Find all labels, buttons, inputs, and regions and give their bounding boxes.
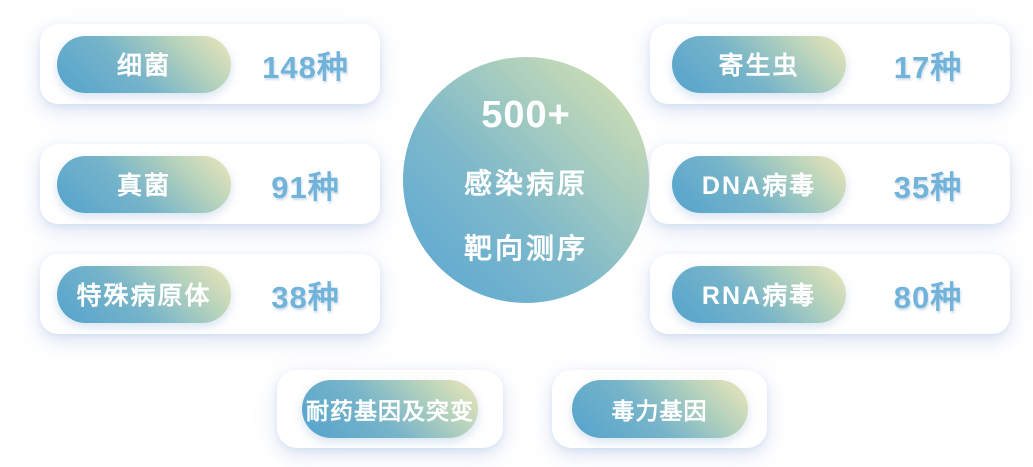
count-rna-virus: 80种 [893, 279, 963, 315]
card-virulence-genes: 毒力基因 [552, 370, 767, 448]
pill-fungi: 真菌 [57, 155, 231, 213]
circle-line-sequencing: 靶向测序 [463, 232, 588, 264]
card-resistance-genes: 耐药基因及突变 [277, 370, 503, 448]
count-bacteria: 148种 [262, 49, 349, 85]
pill-special-pathogens: 特殊病原体 [57, 265, 231, 323]
pill-bacteria-label: 细菌 [116, 52, 171, 80]
card-bacteria: 细菌 148种 [40, 24, 380, 104]
count-parasites: 17种 [893, 49, 963, 85]
circle-line-pathogens: 感染病原 [463, 167, 588, 199]
count-fungi: 91种 [271, 169, 340, 205]
pill-dna-virus-label: DNA病毒 [701, 172, 817, 200]
pill-rna-virus: RNA病毒 [672, 265, 846, 323]
total-count: 500+ [481, 93, 571, 136]
count-special-pathogens: 38种 [271, 279, 340, 315]
card-parasites: 寄生虫 17种 [650, 24, 1010, 104]
pill-parasites: 寄生虫 [672, 35, 846, 93]
card-dna-virus: DNA病毒 35种 [650, 144, 1010, 224]
pill-resistance-genes: 耐药基因及突变 [302, 380, 478, 438]
card-special-pathogens: 特殊病原体 38种 [40, 254, 380, 334]
pill-fungi-label: 真菌 [116, 172, 171, 200]
pill-parasites-label: 寄生虫 [718, 52, 800, 80]
card-fungi: 真菌 91种 [40, 144, 380, 224]
card-rna-virus: RNA病毒 80种 [650, 254, 1010, 334]
pill-special-pathogens-label: 特殊病原体 [76, 282, 212, 310]
count-dna-virus: 35种 [893, 169, 963, 205]
center-summary-circle: 500+ 感染病原 靶向测序 [403, 57, 649, 303]
pill-dna-virus: DNA病毒 [672, 155, 846, 213]
pill-resistance-genes-label: 耐药基因及突变 [306, 398, 474, 424]
pill-rna-virus-label: RNA病毒 [701, 282, 817, 310]
pill-virulence-genes: 毒力基因 [571, 380, 748, 438]
pill-bacteria: 细菌 [57, 35, 231, 93]
pill-virulence-genes-label: 毒力基因 [611, 398, 708, 424]
